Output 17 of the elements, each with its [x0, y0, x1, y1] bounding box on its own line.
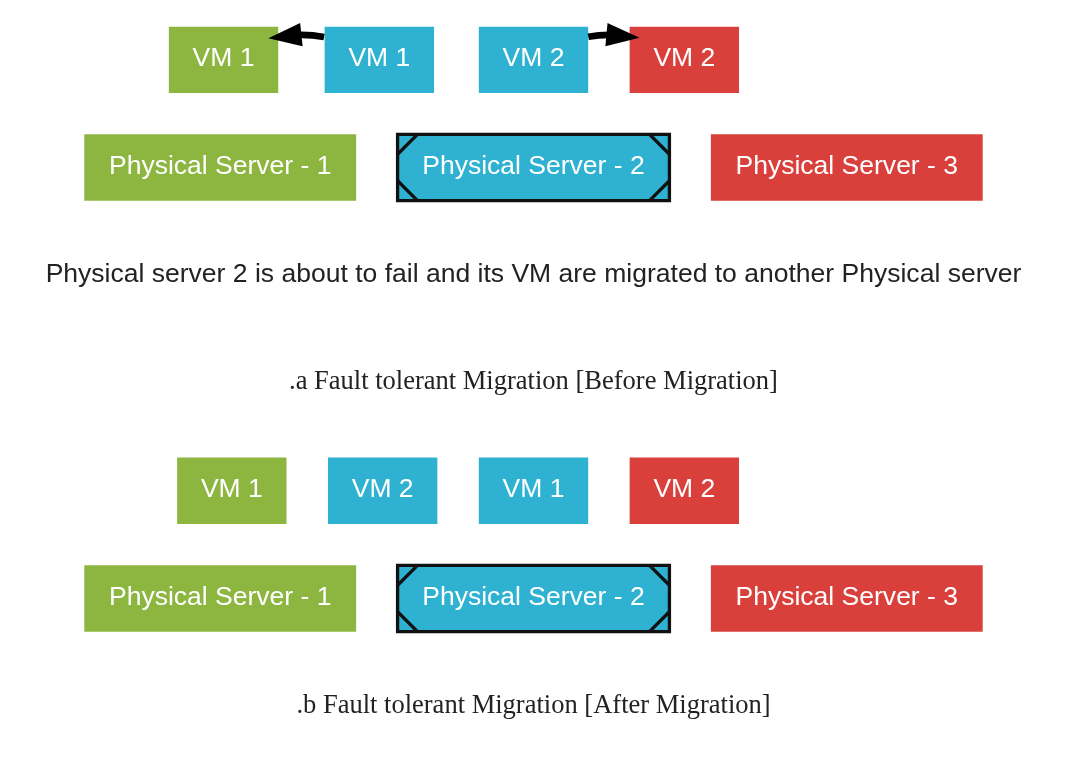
label: .b Fault tolerant Migration [After Migration] — [296, 688, 771, 719]
label: .a Fault tolerant Migration [Before Migration] — [289, 365, 778, 396]
node-box: Physical Server - 3 — [710, 134, 983, 201]
node-box: VM 1 — [324, 26, 435, 93]
node-box: Physical Server - 1 — [84, 565, 357, 632]
node-box: VM 1 — [177, 457, 287, 524]
node-box: VM 2 — [629, 457, 740, 524]
node-box: VM 2 — [478, 26, 589, 93]
node-box: VM 1 — [168, 26, 279, 93]
arrow — [587, 23, 640, 47]
node-box: VM 2 — [629, 26, 740, 93]
node-box: Physical Server - 1 — [84, 134, 357, 201]
node-box: Physical Server - 3 — [710, 565, 983, 632]
node-box: VM 1 — [478, 457, 589, 524]
label: Physical server 2 is about to fail and its VM are migrated to another Physical server — [45, 257, 1022, 288]
node-box: VM 2 — [327, 457, 438, 524]
arrow — [268, 23, 325, 47]
